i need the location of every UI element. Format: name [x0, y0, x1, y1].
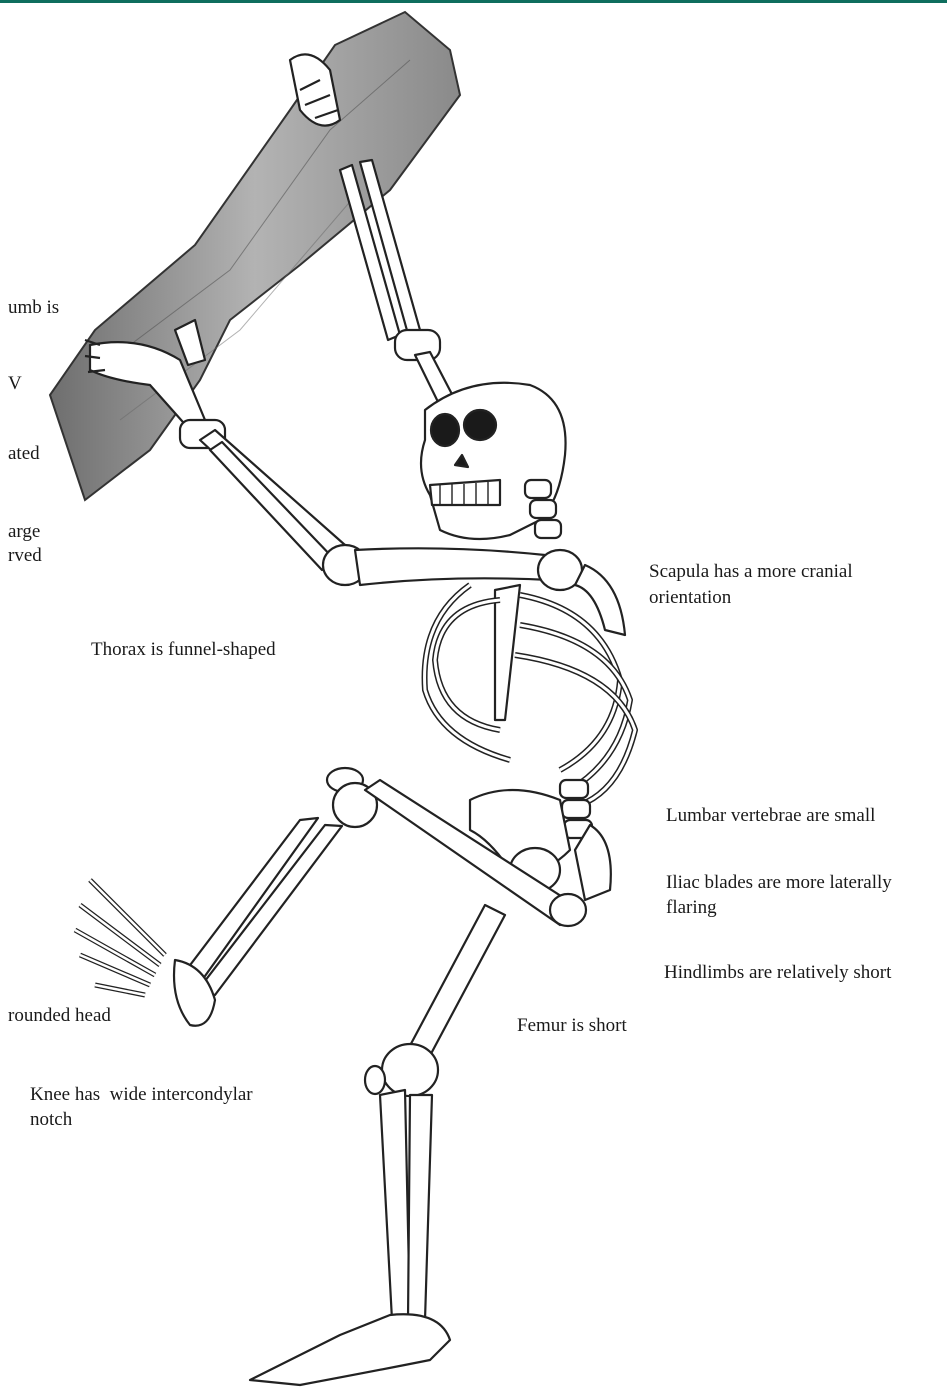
ribcage: [425, 565, 635, 805]
label-femur: Femur is short: [517, 1013, 627, 1038]
label-thumb: umb is: [8, 295, 59, 320]
label-lumbar: Lumbar vertebrae are small: [666, 803, 875, 828]
label-knee-line1: Knee has wide intercondylar: [30, 1082, 253, 1107]
label-hindlimbs: Hindlimbs are relatively short: [664, 960, 891, 985]
label-scapula-line1: Scapula has a more cranial: [649, 559, 853, 584]
label-thorax: Thorax is funnel-shaped: [91, 637, 276, 662]
label-ated: ated: [8, 441, 40, 466]
label-knee-line2: notch: [30, 1107, 72, 1132]
right-leg-bones: [250, 905, 505, 1385]
label-large: arge: [8, 519, 40, 544]
label-iliac-line2: flaring: [666, 895, 717, 920]
label-curved: rved: [8, 543, 42, 568]
label-iliac-line1: Iliac blades are more laterally: [666, 870, 892, 895]
label-scapula-line2: orientation: [649, 585, 731, 610]
label-femur-head: rounded head: [8, 1003, 111, 1028]
label-v: V: [8, 371, 22, 396]
